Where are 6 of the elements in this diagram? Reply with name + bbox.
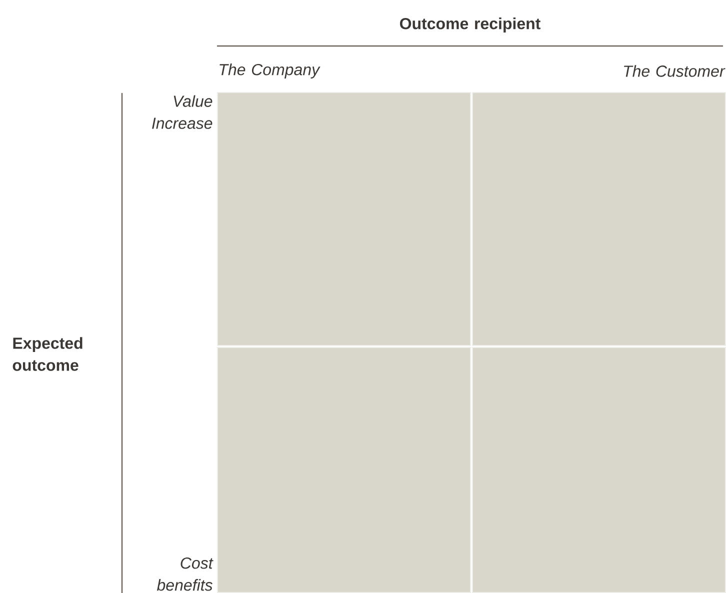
quadrant-box	[217, 346, 471, 593]
axis-title: Expected outcome	[12, 337, 82, 371]
axis-title: Outcome recipient	[400, 18, 540, 32]
quadrant-box	[472, 92, 726, 346]
quadrant-box	[217, 92, 471, 346]
quadrant-box	[472, 346, 726, 593]
